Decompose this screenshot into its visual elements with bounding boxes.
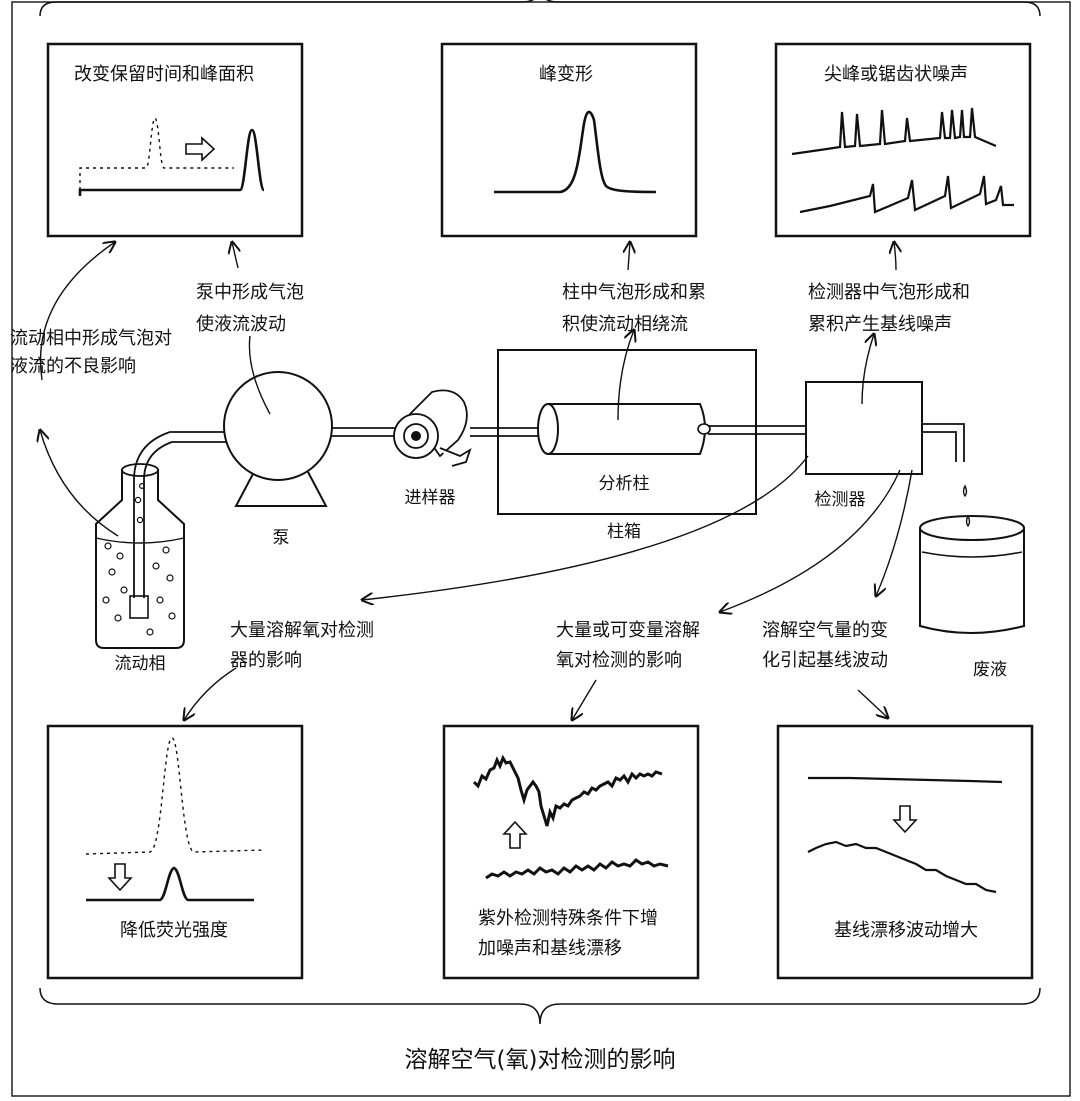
arrow-column-note-up [628, 242, 630, 271]
waste-beaker [919, 514, 1025, 634]
arrow-to-uv-panel [572, 679, 597, 720]
note-oxygen-line1: 大量溶解氧对检测 [230, 620, 374, 641]
panel-baseline-drift [776, 724, 1034, 980]
note-air-variation-line1: 溶解空气量的变 [762, 620, 888, 641]
panel-fluorescence [46, 724, 304, 980]
panel-title-deformation: 峰变形 [539, 64, 593, 85]
inlet-filter [129, 595, 149, 619]
stable-baseline [808, 776, 1003, 784]
label-injector: 进样器 [404, 488, 456, 508]
note-column-line2: 积使流动相绕流 [562, 314, 688, 335]
panel-title-uv-line1: 紫外检测特殊条件下增 [478, 908, 658, 929]
note-column-line1: 柱中气泡形成和累 [562, 282, 706, 303]
uv-noise-trace-low [485, 858, 669, 880]
panel-spike-noise [774, 42, 1032, 238]
arrow-detector-to-air-note [876, 469, 913, 596]
arrow-detector-to-variable-note [720, 469, 901, 612]
arrow-detector-to-oxygen-note [362, 455, 809, 600]
deformed-peak [494, 110, 657, 194]
mobile-phase-bottle [95, 463, 185, 649]
reduced-fluorescence-peak [86, 866, 254, 902]
detector [805, 381, 923, 475]
note-detector-line1: 检测器中气泡形成和 [808, 282, 970, 303]
bottom-brace [39, 987, 1041, 1025]
down-arrow-icon [892, 805, 918, 834]
label-column: 分析柱 [598, 474, 650, 494]
pump [223, 371, 333, 507]
sawtooth-noise-trace [799, 175, 1014, 214]
waste-drop-icon [965, 514, 971, 528]
inlet-tube-outer [133, 431, 230, 598]
panel-title-fluorescence: 降低荧光强度 [120, 920, 228, 941]
inlet-tube-inner [143, 441, 230, 598]
drifting-baseline [807, 840, 997, 894]
label-detector: 检测器 [814, 490, 866, 510]
panel-title-uv-line2: 加噪声和基线漂移 [478, 938, 622, 959]
arrow-to-retention-panel [39, 242, 115, 381]
top-brace [39, 0, 1041, 17]
waste-tube [922, 423, 965, 462]
injector-outlet-tube [470, 427, 540, 437]
original-peak-dotted [79, 117, 234, 190]
arrow-pump-note-up [232, 242, 238, 269]
arrow-detector-note-up [894, 242, 896, 271]
label-mobile-phase: 流动相 [114, 654, 166, 674]
panel-uv-noise [442, 724, 700, 980]
panel-peak-deformation [440, 42, 698, 238]
right-arrow-icon [185, 136, 216, 162]
arrow-pump-note-link [248, 335, 271, 415]
injector-handle [439, 447, 472, 467]
note-oxygen-line2: 器的影响 [230, 650, 302, 671]
note-variable-oxygen-line1: 大量或可变量溶解 [556, 620, 700, 641]
note-pump-line2: 使液流波动 [196, 314, 286, 335]
label-waste: 废液 [973, 660, 1007, 680]
arrow-detector-to-note [861, 334, 874, 405]
panel-title-drift: 基线漂移波动增大 [834, 920, 978, 941]
note-variable-oxygen-line2: 氧对检测的影响 [556, 650, 682, 671]
column-outlet-tube [708, 425, 806, 435]
injector [393, 389, 472, 467]
original-fluorescence-peak [85, 737, 265, 855]
arrow-to-fluorescence-panel [184, 667, 237, 720]
uv-noise-trace-high [472, 754, 663, 827]
note-mobile-phase-line1: 流动相中形成气泡对 [10, 328, 172, 349]
analytical-column [537, 403, 711, 455]
note-mobile-phase-line2: 液流的不良影响 [10, 356, 136, 377]
panel-title-retention: 改变保留时间和峰面积 [74, 64, 254, 85]
arrow-column-to-note [617, 330, 634, 421]
label-pump: 泵 [272, 528, 290, 548]
spike-noise-trace [791, 107, 997, 156]
note-air-variation-line2: 化引起基线波动 [762, 650, 888, 671]
down-arrow-icon [107, 863, 133, 892]
label-column-oven: 柱箱 [607, 522, 641, 542]
shifted-peak [78, 128, 266, 196]
note-pump-line1: 泵中形成气泡 [196, 282, 304, 303]
note-detector-line2: 累积产生基线噪声 [808, 314, 952, 335]
arrow-to-drift-panel [857, 689, 888, 718]
figure-title: 溶解空气(氧)对检测的影响 [404, 1047, 676, 1073]
up-arrow-icon [502, 820, 528, 849]
pump-outlet-tube [332, 427, 400, 437]
panel-retention-shift [46, 42, 304, 238]
waste-drop-icon [962, 484, 968, 498]
arrow-from-bottle [40, 430, 119, 537]
outer-frame [11, 1, 1071, 1097]
panel-title-spike-noise: 尖峰或锯齿状噪声 [824, 64, 968, 85]
